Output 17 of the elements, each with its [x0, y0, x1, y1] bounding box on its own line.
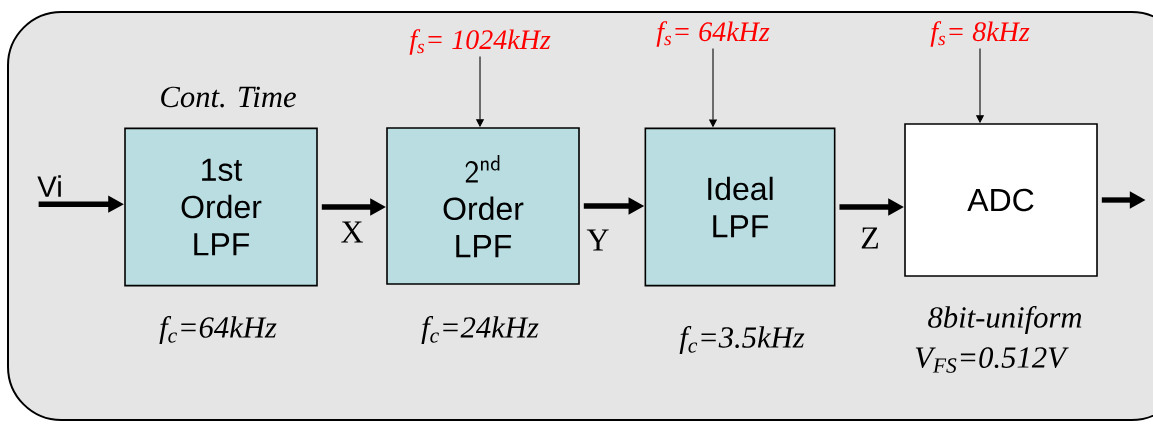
edge-label: Z [861, 227, 879, 249]
annotation: f$_{c}$=64kHz [159, 315, 277, 345]
process-box: $\mathsf{2}^{\mathsf{nd}}$ Order LPF [386, 127, 580, 285]
frequency-label: f$_{s}$= 8kHz [930, 21, 1030, 47]
frequency-label: f$_{s}$= 64kHz [656, 21, 770, 47]
process-box: 1st Order LPF [124, 127, 318, 287]
process-box: Ideal LPF [644, 127, 836, 287]
frequency-label: f$_{s}$= 1024kHz [409, 29, 551, 55]
annotation: f$_{c}$=3.5kHz [679, 325, 805, 355]
edge-label: X [341, 221, 363, 243]
edge-label: Y [586, 229, 609, 251]
input-label: Vi [37, 175, 61, 197]
annotation: V$_{FS}$=0.512V [915, 347, 1069, 373]
process-box: ADC [904, 123, 1098, 277]
annotation: 8bit-uniform [928, 305, 1082, 335]
annotation: f$_{c}$=24kHz [421, 315, 539, 345]
annotation: Cont. Time [161, 86, 296, 108]
